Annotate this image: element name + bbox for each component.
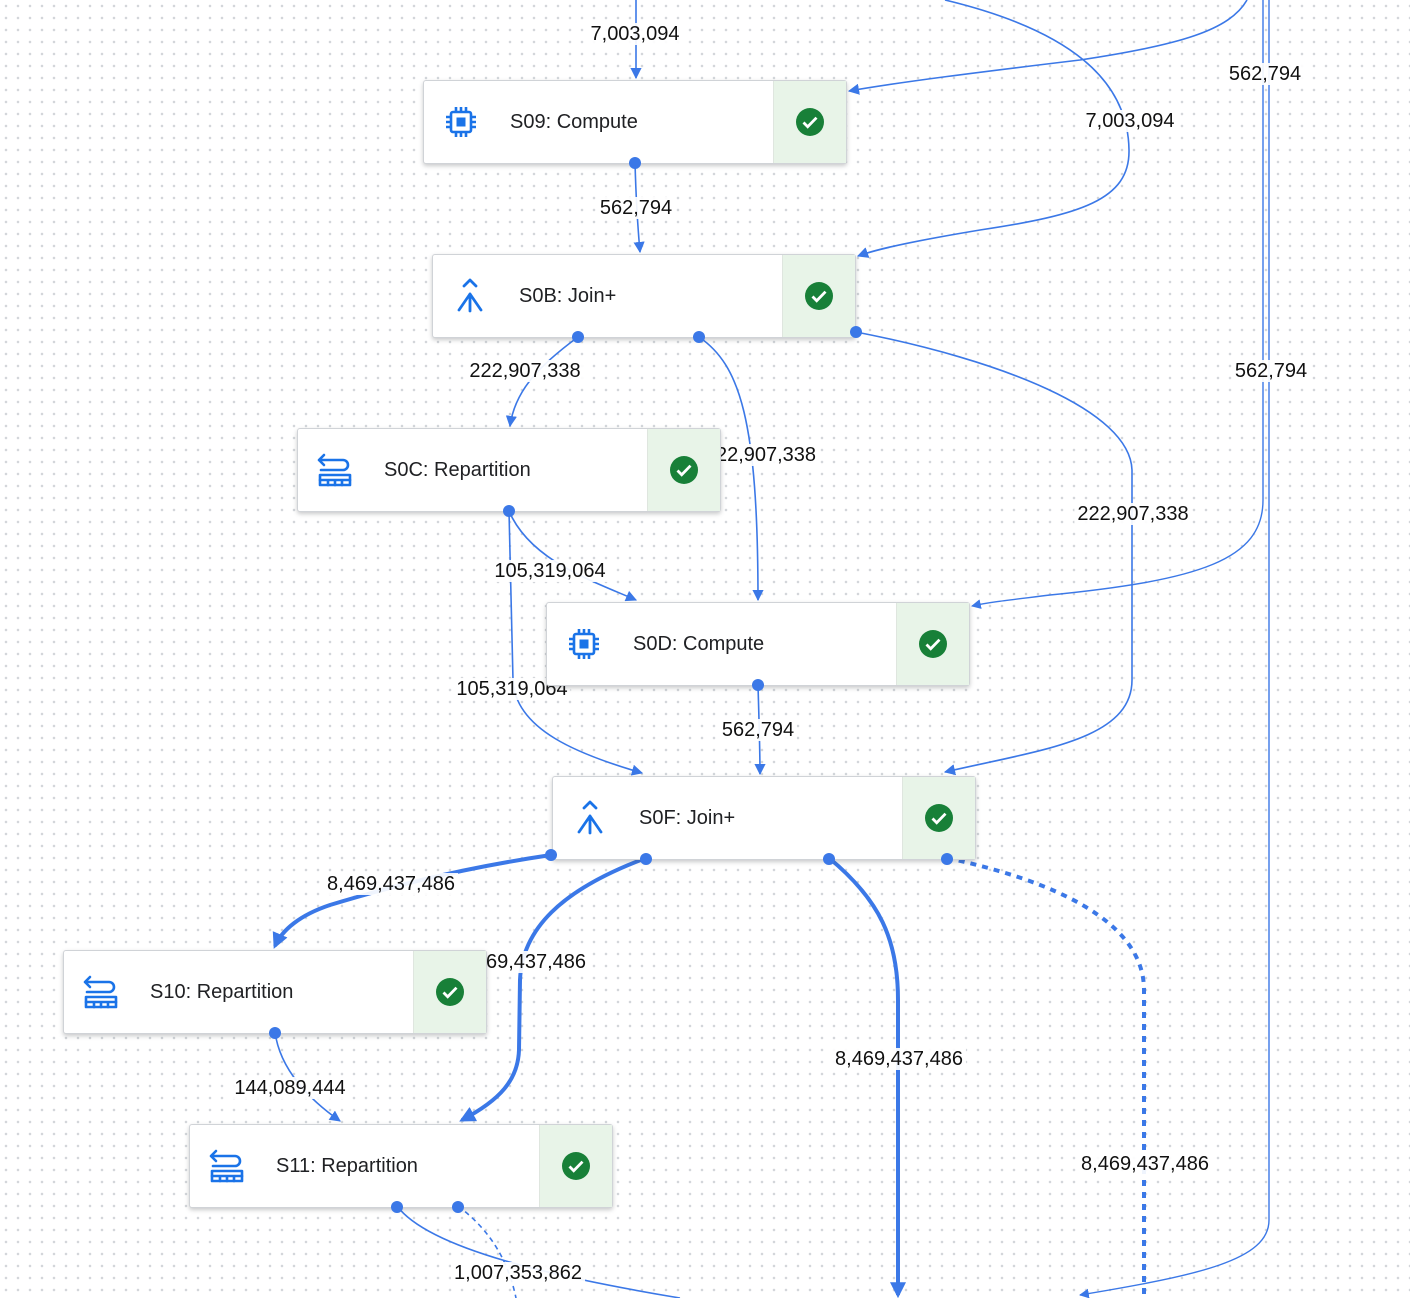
edge-label: 69,437,486: [482, 951, 590, 973]
output-port[interactable]: [572, 331, 584, 343]
edge-label: 144,089,444: [231, 1077, 349, 1099]
stage-node-s0c[interactable]: S0C: Repartition: [297, 428, 721, 512]
edge-label: 222,907,338: [1074, 503, 1192, 525]
output-port[interactable]: [503, 505, 515, 517]
output-port[interactable]: [545, 849, 557, 861]
status-check-icon: [896, 603, 969, 685]
edge-right-long-b: [1079, 0, 1270, 1298]
status-check-icon: [413, 951, 486, 1033]
chip-icon: [424, 81, 498, 163]
edge-label: 222,907,338: [466, 360, 584, 382]
output-port[interactable]: [693, 331, 705, 343]
stage-node-s09[interactable]: S09: Compute: [423, 80, 847, 164]
stage-node-s10[interactable]: S10: Repartition: [63, 950, 487, 1034]
output-port[interactable]: [452, 1201, 464, 1213]
repartition-icon: [190, 1125, 264, 1207]
stage-label: S10: Repartition: [150, 980, 294, 1003]
status-check-icon: [902, 777, 975, 859]
edge-label: 8,469,437,486: [324, 873, 458, 895]
edge-label: 105,319,064: [491, 560, 609, 582]
status-check-icon: [782, 255, 855, 337]
repartition-icon: [298, 429, 372, 511]
edge-label: 105,319,064: [453, 678, 571, 700]
edge-label: 562,794: [1231, 360, 1311, 382]
stage-label: S11: Repartition: [276, 1154, 418, 1177]
edge-s0f-s10: [272, 853, 552, 949]
edge-label: 8,469,437,486: [832, 1048, 966, 1070]
join-icon: [433, 255, 507, 337]
stage-node-s0f[interactable]: S0F: Join+: [552, 776, 976, 860]
edge-label: 7,003,094: [1082, 110, 1178, 132]
join-icon: [553, 777, 627, 859]
edge-label: 1,007,353,862: [451, 1262, 585, 1284]
stage-label: S0B: Join+: [519, 284, 617, 307]
stage-node-s0d[interactable]: S0D: Compute: [546, 602, 970, 686]
edge-s11-bottom-dashed: [457, 1205, 517, 1298]
edge-label: 7,003,094: [587, 23, 683, 45]
edge-label: 8,469,437,486: [1078, 1153, 1212, 1175]
edge-s0c-s0d: [508, 510, 638, 602]
edge-label: 22,907,338: [712, 444, 820, 466]
edge-label: 562,794: [596, 197, 676, 219]
edge-s0b-s0d: [698, 336, 764, 602]
edge-s0f-dotted: [946, 856, 1146, 1298]
output-port[interactable]: [941, 853, 953, 865]
repartition-icon: [64, 951, 138, 1033]
stage-node-s11[interactable]: S11: Repartition: [189, 1124, 613, 1208]
output-port[interactable]: [823, 853, 835, 865]
edge-s0b-s0f: [855, 331, 1133, 776]
edge-s11-bottom: [396, 1205, 681, 1298]
stage-node-s0b[interactable]: S0B: Join+: [432, 254, 856, 338]
edge-label: 562,794: [718, 719, 798, 741]
status-check-icon: [647, 429, 720, 511]
chip-icon: [547, 603, 621, 685]
output-port[interactable]: [629, 157, 641, 169]
stage-label: S0C: Repartition: [384, 458, 531, 481]
edge-label: 562,794: [1225, 63, 1305, 85]
output-port[interactable]: [391, 1201, 403, 1213]
output-port[interactable]: [850, 326, 862, 338]
stage-label: S09: Compute: [510, 110, 638, 133]
output-port[interactable]: [269, 1027, 281, 1039]
edge-s0f-bottom: [827, 856, 906, 1298]
edge-s0f-s11: [459, 856, 647, 1122]
edge-in-s0b-right: [856, 0, 1130, 258]
status-check-icon: [539, 1125, 612, 1207]
output-port[interactable]: [640, 853, 652, 865]
status-check-icon: [773, 81, 846, 163]
edge-in-s09-right: [847, 0, 1248, 95]
stage-label: S0D: Compute: [633, 632, 765, 655]
stage-label: S0F: Join+: [639, 806, 736, 829]
output-port[interactable]: [752, 679, 764, 691]
